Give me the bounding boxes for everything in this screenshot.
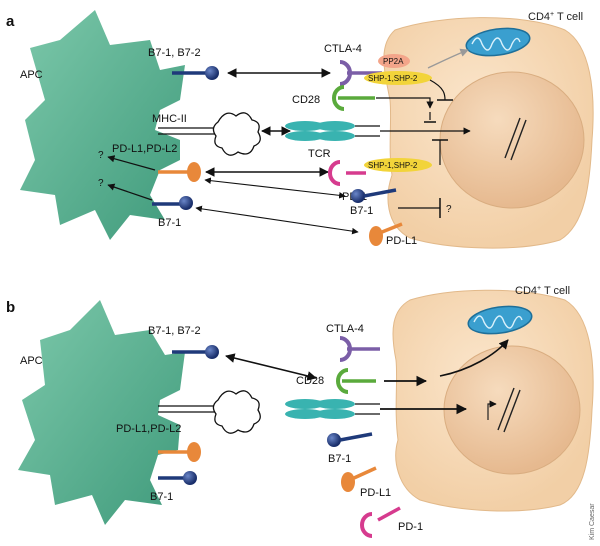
b7-1-t-label-a: B7-1: [350, 205, 373, 217]
credit: Kim Caesar: [589, 503, 596, 540]
tcr-label-a: TCR: [308, 148, 331, 160]
b7-1-t-b: [327, 433, 341, 447]
mhc-label-a: MHC-II: [152, 113, 187, 125]
apc-label-a: APC: [20, 69, 43, 81]
b7-12-ligand-b: [205, 345, 219, 359]
b7-1-ligand-a: [179, 196, 193, 210]
pdl1-t-label-b: PD-L1: [360, 487, 391, 499]
apc-b: [18, 300, 185, 525]
svg-text:SHP-1,SHP-2: SHP-1,SHP-2: [368, 74, 418, 83]
b7-1-ligand-b: [183, 471, 197, 485]
pp2a-a: [378, 54, 410, 68]
panel-a-letter: a: [6, 13, 15, 30]
apc-a: [20, 10, 185, 240]
panel-a: a APC CD4+ T cell B7-1, B7-2 CTLA-4 PP2A…: [6, 10, 594, 249]
tcr-a: [285, 121, 380, 141]
tcell-label-a: CD4+ T cell: [528, 11, 583, 23]
pdl-label-b: PD-L1,PD-L2: [116, 423, 181, 435]
pdl1-t-label-a: PD-L1: [386, 235, 417, 247]
apc-label-b: APC: [20, 355, 43, 367]
pd1-receptor-a: [328, 160, 341, 186]
shp-bottom-a: [364, 158, 432, 172]
svg-text:PP2A: PP2A: [383, 57, 404, 66]
pdl1-t-b: [341, 472, 355, 492]
b7-1-t-label-b: B7-1: [328, 453, 351, 465]
b7-12-label-b: B7-1, B7-2: [148, 325, 201, 337]
svg-text:?: ?: [446, 204, 452, 215]
b7-1-apc-label-a: B7-1: [158, 217, 181, 229]
pdl-label-a: PD-L1,PD-L2: [112, 143, 177, 155]
mitochondrion-b: [467, 305, 533, 335]
panel-b-letter: b: [6, 299, 15, 316]
shp-top-a: [364, 71, 432, 85]
cd28-receptor-b: [336, 368, 349, 394]
pdl-ligand-a: [187, 162, 201, 182]
tcell-label-b: CD4+ T cell: [515, 285, 570, 297]
b7-12-label-a: B7-1, B7-2: [148, 47, 201, 59]
pdl1-t-a: [369, 226, 383, 246]
svg-text:SHP-1,SHP-2: SHP-1,SHP-2: [368, 161, 418, 170]
mhc-molecule-a: [212, 112, 261, 156]
svg-text:?: ?: [98, 150, 104, 161]
pdl-ligand-b: [187, 442, 201, 462]
b7-12-ligand-a: [205, 66, 219, 80]
tcr-b: [285, 399, 380, 419]
cd28-receptor-a: [332, 85, 345, 111]
pd1-label-b: PD-1: [398, 521, 423, 533]
b7-1-apc-label-b: B7-1: [150, 491, 173, 503]
mhc-molecule-b: [212, 390, 261, 434]
ctla4-label-b: CTLA-4: [326, 323, 364, 335]
ctla4-label-a: CTLA-4: [324, 43, 362, 55]
cd28-label-b: CD28: [296, 375, 324, 387]
mitochondrion-a: [465, 27, 531, 57]
pd1-receptor-b: [360, 512, 373, 538]
b7-1-t-a: [351, 189, 365, 203]
svg-text:?: ?: [98, 178, 104, 189]
cd28-label-a: CD28: [292, 94, 320, 106]
panel-b: b APC CD4+ T cell B7-1, B7-2 CTLA-4 CD28: [6, 285, 594, 538]
